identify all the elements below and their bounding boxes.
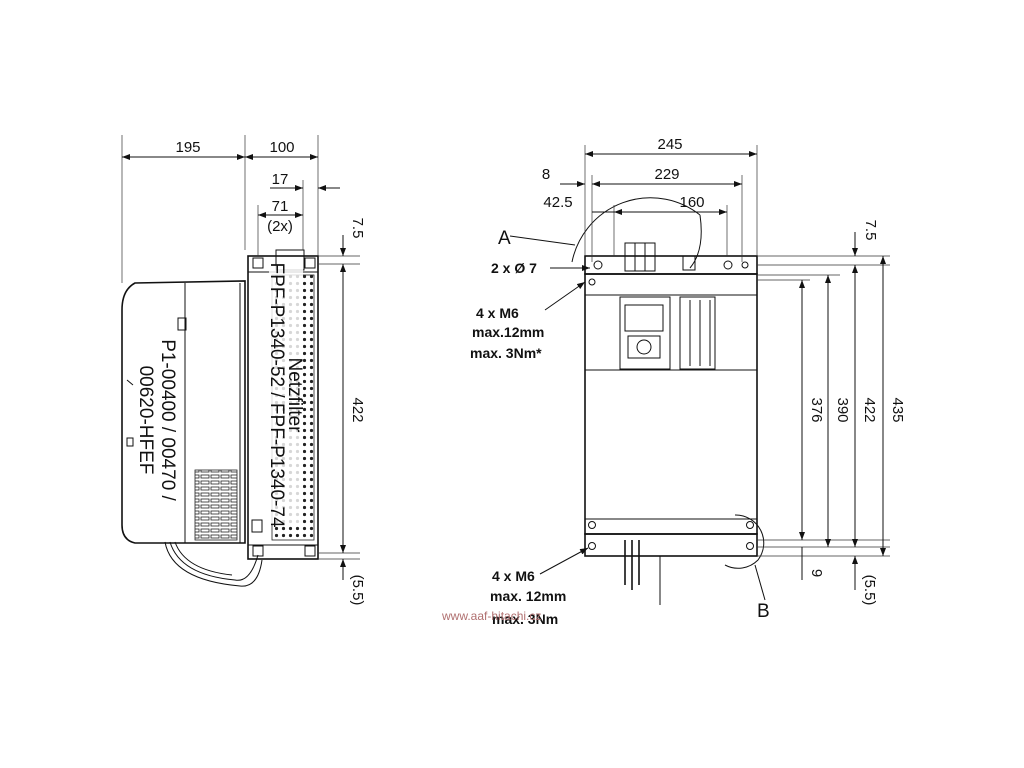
- control-panel: [619, 296, 716, 370]
- detail-circle-b: [724, 514, 765, 569]
- cables: [164, 541, 263, 587]
- holes-label: 2 x Ø 7: [491, 260, 537, 276]
- dim-422: 422: [861, 397, 878, 422]
- dim-245: 245: [657, 136, 682, 153]
- side-view: Netzfilter FPF-P1340-52 / FPF-P1340-74 P…: [121, 135, 366, 606]
- dim-100: 100: [269, 139, 294, 156]
- callout-b: B: [757, 601, 770, 622]
- watermark: www.aaf-hitachi.cz: [441, 609, 541, 623]
- leader-a: [509, 235, 576, 246]
- bottom-screws-line2: max. 12mm: [490, 588, 566, 604]
- top-screws-line3: max. 3Nm*: [470, 345, 542, 361]
- dim-229: 229: [654, 166, 679, 183]
- dim-195: 195: [175, 139, 200, 156]
- top-screws-line1: 4 x M6: [476, 305, 519, 321]
- side-dim-422: 422: [349, 397, 366, 422]
- drive-body: [121, 280, 246, 544]
- dim-17: 17: [272, 171, 289, 188]
- dim-160: 160: [679, 194, 704, 211]
- side-top-dimensions: 195 100 17 71 (2x): [121, 135, 340, 283]
- detail-circle-a: [571, 197, 701, 263]
- front-top-dimensions: 245 8 229 42.5 160: [542, 136, 758, 262]
- side-dim-5-5: (5.5): [349, 575, 366, 606]
- dim-390: 390: [834, 397, 851, 422]
- bottom-screws-line1: 4 x M6: [492, 568, 535, 584]
- dim-71: 71: [272, 198, 289, 215]
- dim-435: 435: [889, 397, 906, 422]
- front-dim-5-5: (5.5): [861, 575, 878, 606]
- callout-a: A: [498, 228, 511, 249]
- front-view: A B 2 x Ø 7 4 x M6 max.12mm max. 3Nm* 4 …: [470, 136, 906, 627]
- front-dim-7-5: 7.5: [862, 220, 879, 241]
- drive-label-line2: 00620-HFEF: [135, 366, 156, 475]
- drive-front-body: [584, 273, 758, 535]
- filter-label-line1: Netzfilter: [284, 358, 305, 434]
- leader-b: [754, 564, 766, 601]
- terminal-block: [624, 242, 656, 272]
- top-screws-line2: max.12mm: [472, 324, 544, 340]
- front-right-dimensions: 7.5 376 390 422 435 9 (5.5): [757, 220, 906, 606]
- filter-label-line2: FPF-P1340-52 / FPF-P1340-74: [266, 262, 287, 527]
- side-dim-7-5: 7.5: [349, 218, 366, 239]
- bottom-cables: [624, 540, 661, 605]
- dim-376: 376: [808, 397, 825, 422]
- dim-2x: (2x): [267, 218, 293, 235]
- side-right-dimensions: 7.5 422 (5.5): [318, 218, 366, 606]
- drive-label-line1: P1-00400 / 00470 /: [157, 339, 178, 501]
- dim-9: 9: [808, 569, 825, 577]
- dim-8: 8: [542, 166, 550, 183]
- top-flange: [584, 255, 758, 275]
- bottom-screws-line3: max. 3Nm: [492, 611, 558, 627]
- dim-42-5: 42.5: [543, 194, 572, 211]
- bottom-flange: [584, 533, 758, 557]
